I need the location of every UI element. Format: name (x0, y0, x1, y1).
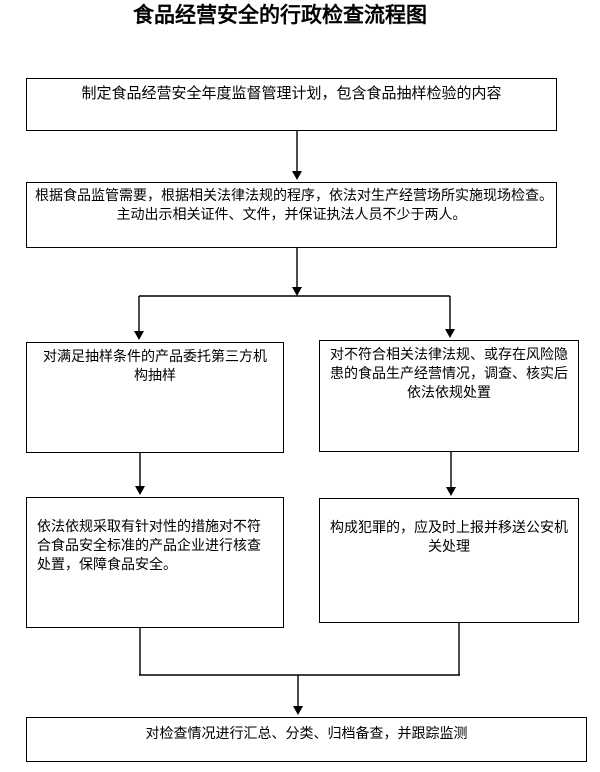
node-text-line: 构抽样 (134, 367, 176, 383)
node-text-line: 构成犯罪的，应及时上报并移送公安机 (330, 519, 568, 535)
node-onsite-inspection: 根据食品监管需要，根据相关法律法规的程序，依法对生产经营场所实施现场检查。 主动… (26, 182, 557, 248)
node-violation-investigation: 对不符合相关法律法规、或存在风险隐 患的食品生产经营情况，调查、核实后 依法依规… (319, 340, 579, 452)
node-text-line: 合食品安全标准的产品企业进行核查 (37, 537, 261, 553)
node-third-party-sampling: 对满足抽样条件的产品委托第三方机 构抽样 (26, 342, 284, 453)
node-text-line: 对不符合相关法律法规、或存在风险隐 (330, 346, 568, 362)
node-text-line: 患的食品生产经营情况，调查、核实后 (330, 365, 568, 381)
arrowhead-sampling-to-measures (135, 486, 145, 495)
arrowhead-violation-to-crime (446, 487, 456, 496)
arrowhead-branch-to-violation (445, 329, 455, 338)
node-text-line: 依法依规处置 (407, 384, 491, 400)
page-title: 食品经营安全的行政检查流程图 (133, 4, 427, 27)
arrowhead-merge-to-archive (293, 706, 303, 715)
node-text-line: 处置，保障食品安全。 (37, 556, 177, 572)
node-text-line: 制定食品经营安全年度监督管理计划，包含食品抽样检验的内容 (81, 85, 502, 102)
node-text-line: 主动出示相关证件、文件，并保证执法人员不少于两人。 (116, 206, 467, 222)
node-text-line: 对满足抽样条件的产品委托第三方机 (43, 348, 267, 364)
node-text-line: 依法依规采取有针对性的措施对不符 (37, 518, 261, 534)
node-text-line: 对检查情况进行汇总、分类、归档备查，并跟踪监测 (145, 725, 468, 741)
node-transfer-to-police: 构成犯罪的，应及时上报并移送公安机 关处理 (319, 498, 579, 623)
node-text-line: 关处理 (428, 538, 470, 554)
arrowhead-plan-to-inspection (292, 171, 302, 180)
node-annual-plan: 制定食品经营安全年度监督管理计划，包含食品抽样检验的内容 (26, 78, 557, 131)
node-targeted-measures: 依法依规采取有针对性的措施对不符 合食品安全标准的产品企业进行核查 处置，保障食… (26, 497, 284, 628)
arrowhead-branch-to-sampling (134, 331, 144, 340)
arrowhead-inspection-to-branch (292, 287, 302, 296)
node-archive-tracking: 对检查情况进行汇总、分类、归档备查，并跟踪监测 (26, 717, 587, 762)
node-text-line: 根据食品监管需要，根据相关法律法规的程序，依法对生产经营场所实施现场检查。 (35, 187, 553, 203)
